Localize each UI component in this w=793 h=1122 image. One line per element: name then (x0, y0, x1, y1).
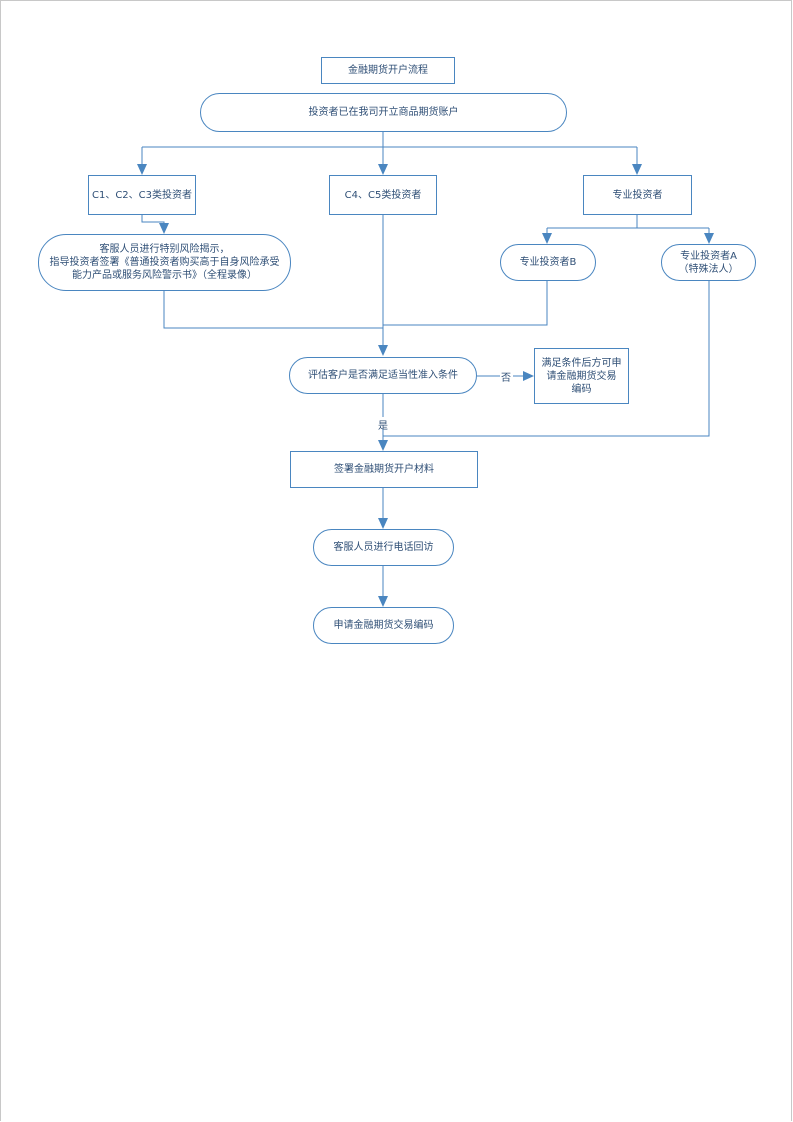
risk-disclosure-node: 客服人员进行特别风险揭示， 指导投资者签署《普通投资者购买高于自身风险承受 能力… (38, 234, 291, 291)
connector-pro-a-merge (383, 281, 710, 437)
yes-label: 是 (378, 421, 388, 432)
professional-investor-box: 专业投资者 (583, 175, 692, 215)
arrowhead-sign (378, 440, 388, 451)
arrowhead-c123 (137, 164, 147, 175)
arrowhead-risk (159, 223, 169, 234)
evaluate-node: 评估客户是否满足适当性准入条件 (289, 357, 477, 394)
arrowhead-apply (378, 596, 388, 607)
arrowhead-evaluate (378, 345, 388, 356)
apply-trading-code-node: 申请金融期货交易编码 (313, 607, 454, 644)
connector-c123-risk (141, 215, 165, 224)
no-label: 否 (501, 373, 511, 384)
sign-materials-box: 签署金融期货开户材料 (290, 451, 478, 488)
phone-callback-node: 客服人员进行电话回访 (313, 529, 454, 566)
professional-investor-a-node: 专业投资者A （特殊法人） (661, 244, 756, 281)
arrowhead-pro-a (704, 233, 714, 244)
professional-investor-b-node: 专业投资者B (500, 244, 596, 281)
title-box: 金融期货开户流程 (321, 57, 455, 84)
reapply-condition-box: 满足条件后方可申 请金融期货交易 编码 (534, 348, 629, 404)
connector-risk-merge (163, 291, 383, 329)
arrowhead-pro-b (542, 233, 552, 244)
arrowhead-callback (378, 518, 388, 529)
connector-pro-b-merge (383, 281, 548, 326)
start-node: 投资者已在我司开立商品期货账户 (200, 93, 567, 132)
c123-investor-box: C1、C2、C3类投资者 (88, 175, 196, 215)
c45-investor-box: C4、C5类投资者 (329, 175, 437, 215)
arrowhead-reapply (523, 371, 534, 381)
arrowhead-c45 (378, 164, 388, 175)
arrowhead-pro (632, 164, 642, 175)
